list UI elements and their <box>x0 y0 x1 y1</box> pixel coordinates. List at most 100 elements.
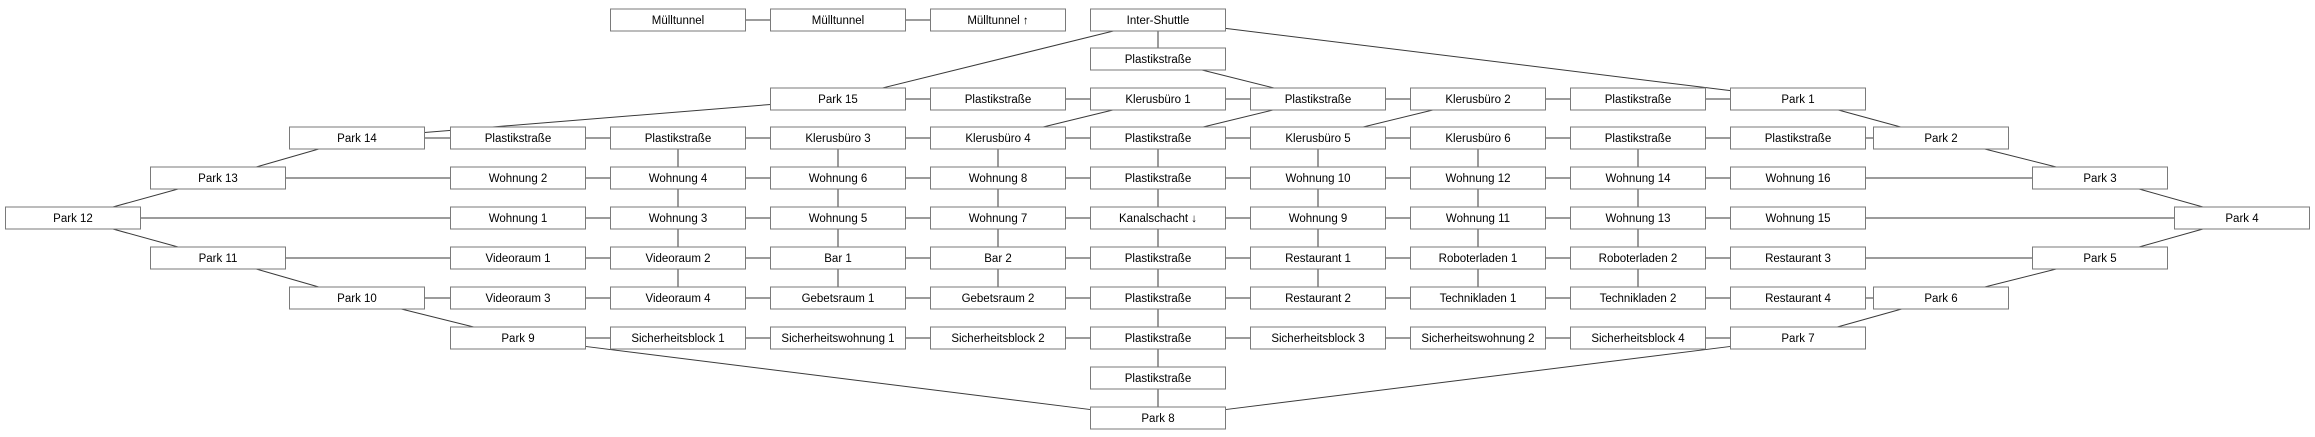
node-label: Sicherheitswohnung 2 <box>1421 333 1534 345</box>
node-label: Plastikstraße <box>485 133 551 145</box>
node-label: Plastikstraße <box>1605 133 1671 145</box>
node-label: Wohnung 4 <box>649 173 708 185</box>
node-label: Restaurant 3 <box>1765 253 1831 265</box>
node-box <box>150 166 286 190</box>
node-park7: Park 7 <box>1730 326 1866 350</box>
node-box <box>289 286 425 310</box>
edge-park4-park5 <box>2138 228 2204 248</box>
node-park5: Park 5 <box>2032 246 2168 270</box>
node-box <box>610 246 746 270</box>
node-label: Klerusbüro 6 <box>1445 133 1510 145</box>
node-label: Sicherheitsblock 3 <box>1271 333 1364 345</box>
node-r2c6: Plastikstraße <box>1250 87 1386 111</box>
node-w13: Wohnung 13 <box>1570 206 1706 230</box>
edge-park3-park4 <box>2138 188 2204 208</box>
node-label: Plastikstraße <box>1125 54 1191 66</box>
node-box <box>1090 166 1226 190</box>
node-gr2: Gebetsraum 2 <box>930 286 1066 310</box>
node-box <box>1250 206 1386 230</box>
node-rest4: Restaurant 4 <box>1730 286 1866 310</box>
edge-park13-park12 <box>112 188 179 208</box>
node-vr4: Videoraum 4 <box>610 286 746 310</box>
node-box <box>2032 246 2168 270</box>
node-box <box>1570 126 1706 150</box>
node-box <box>930 246 1066 270</box>
node-box <box>1250 126 1386 150</box>
node-w9: Wohnung 9 <box>1250 206 1386 230</box>
node-box <box>1090 286 1226 310</box>
node-park13: Park 13 <box>150 166 286 190</box>
node-box <box>1090 246 1226 270</box>
node-box <box>1090 326 1226 350</box>
node-label: Sicherheitswohnung 1 <box>781 333 894 345</box>
node-box <box>930 206 1066 230</box>
node-box <box>770 87 906 111</box>
node-label: Roboterladen 1 <box>1439 253 1518 265</box>
node-w6: Wohnung 6 <box>770 166 906 190</box>
node-label: Plastikstraße <box>1285 94 1351 106</box>
node-box <box>1410 166 1546 190</box>
node-label: Klerusbüro 4 <box>965 133 1031 145</box>
node-label: Plastikstraße <box>1765 133 1831 145</box>
node-w16: Wohnung 16 <box>1730 166 1866 190</box>
node-r7c6: Plastikstraße <box>1090 286 1226 310</box>
node-label: Mülltunnel <box>652 15 704 27</box>
node-box <box>1410 87 1546 111</box>
node-w3: Wohnung 3 <box>610 206 746 230</box>
node-label: Park 5 <box>2083 253 2116 265</box>
edge-park12-park11 <box>112 228 179 248</box>
node-box <box>610 126 746 150</box>
node-box <box>1873 126 2009 150</box>
edge-ps_top-r2c6 <box>1201 69 1275 89</box>
node-w8: Wohnung 8 <box>930 166 1066 190</box>
node-box <box>1730 246 1866 270</box>
node-ps_top: Plastikstraße <box>1090 47 1226 71</box>
node-box <box>450 126 586 150</box>
node-box <box>450 286 586 310</box>
node-box <box>770 326 906 350</box>
node-box <box>1090 366 1226 390</box>
edge-kb1-kb4 <box>1043 109 1113 128</box>
node-box <box>1730 87 1866 111</box>
node-label: Videoraum 1 <box>486 253 551 265</box>
node-box <box>1730 206 1866 230</box>
edge-inter-park1 <box>1225 27 1731 92</box>
node-label: Plastikstraße <box>1125 373 1191 385</box>
node-label: Plastikstraße <box>1125 133 1191 145</box>
node-box <box>930 286 1066 310</box>
edge-park11-park10 <box>256 268 319 288</box>
node-sb2: Sicherheitsblock 2 <box>930 326 1066 350</box>
node-w14: Wohnung 14 <box>1570 166 1706 190</box>
node-label: Plastikstraße <box>1125 333 1191 345</box>
node-label: Wohnung 13 <box>1605 213 1670 225</box>
node-box <box>150 246 286 270</box>
node-kb3: Klerusbüro 3 <box>770 126 906 150</box>
node-box <box>1730 326 1866 350</box>
node-box <box>1570 246 1706 270</box>
node-label: Park 11 <box>199 253 238 265</box>
node-rest1: Restaurant 1 <box>1250 246 1386 270</box>
edge-park5-park6 <box>1984 268 2057 288</box>
edge-park14-park13 <box>256 148 319 168</box>
node-label: Plastikstraße <box>965 94 1031 106</box>
node-box <box>1090 47 1226 71</box>
node-label: Wohnung 3 <box>649 213 708 225</box>
node-mt3: Mülltunnel ↑ <box>930 8 1066 32</box>
edge-park2-park3 <box>1984 148 2057 168</box>
node-rl1: Roboterladen 1 <box>1410 246 1546 270</box>
node-label: Wohnung 5 <box>809 213 868 225</box>
node-r3c10: Plastikstraße <box>1730 126 1866 150</box>
node-box <box>1090 126 1226 150</box>
node-label: Park 6 <box>1924 293 1957 305</box>
edge-kb2-kb5 <box>1363 109 1433 128</box>
node-box <box>930 8 1066 32</box>
node-label: Plastikstraße <box>1605 94 1671 106</box>
edge-inter-park15 <box>882 30 1114 89</box>
node-bar1: Bar 1 <box>770 246 906 270</box>
node-kb1: Klerusbüro 1 <box>1090 87 1226 111</box>
node-label: Wohnung 14 <box>1605 173 1671 185</box>
node-label: Restaurant 1 <box>1285 253 1351 265</box>
node-box <box>1570 166 1706 190</box>
node-kb2: Klerusbüro 2 <box>1410 87 1546 111</box>
